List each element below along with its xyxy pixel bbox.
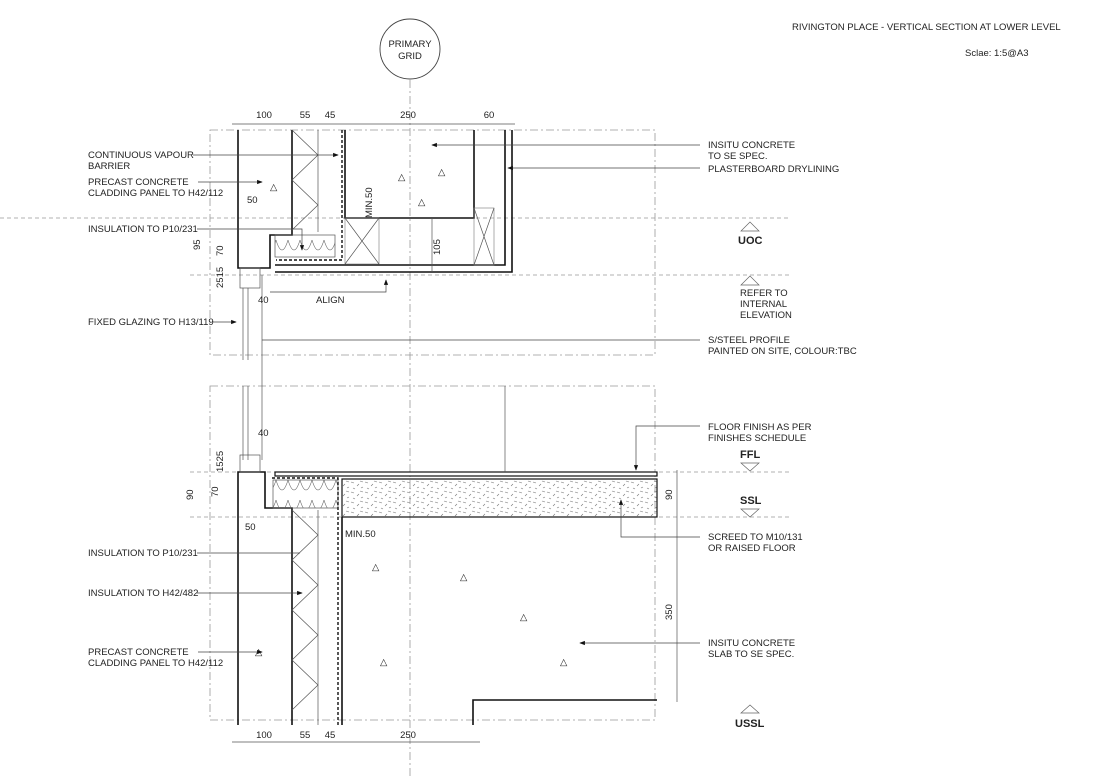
lower-detail-boundary — [209, 385, 656, 721]
svg-text:CLADDING PANEL TO H42/112: CLADDING PANEL TO H42/112 — [88, 188, 223, 199]
svg-text:90: 90 — [664, 489, 675, 500]
svg-text:S/STEEL PROFILE: S/STEEL PROFILE — [708, 335, 790, 346]
svg-text:55: 55 — [300, 730, 311, 741]
left-annotations: CONTINUOUS VAPOUR BARRIER PRECAST CONCRE… — [88, 150, 339, 669]
svg-text:40: 40 — [258, 295, 269, 306]
svg-text:△: △ — [255, 647, 263, 658]
svg-text:FINISHES SCHEDULE: FINISHES SCHEDULE — [708, 433, 806, 444]
svg-text:GRID: GRID — [398, 51, 422, 62]
svg-text:△: △ — [520, 612, 528, 623]
lower-section: △ △ △ △ △ △ — [237, 386, 658, 725]
level-markers: UOC FFL SSL USSL — [735, 221, 765, 730]
svg-text:△: △ — [372, 562, 380, 573]
svg-text:△: △ — [418, 197, 426, 208]
svg-text:INSULATION TO P10/231: INSULATION TO P10/231 — [88, 548, 198, 559]
svg-text:PRIMARY: PRIMARY — [388, 39, 432, 50]
svg-text:△: △ — [398, 172, 406, 183]
svg-text:△: △ — [560, 657, 568, 668]
svg-text:REFER TO: REFER TO — [740, 288, 788, 299]
svg-text:△: △ — [270, 182, 278, 193]
svg-text:70: 70 — [215, 245, 226, 256]
bottom-dimension-string: 100 55 45 250 — [232, 730, 480, 743]
svg-text:INSITU CONCRETE: INSITU CONCRETE — [708, 140, 795, 151]
svg-text:△: △ — [460, 572, 468, 583]
svg-text:UOC: UOC — [738, 235, 763, 247]
sheet-title: RIVINGTON PLACE - VERTICAL SECTION AT LO… — [792, 22, 1061, 33]
svg-text:INSULATION TO H42/482: INSULATION TO H42/482 — [88, 588, 198, 599]
svg-text:SCREED TO M10/131: SCREED TO M10/131 — [708, 532, 803, 543]
svg-text:INSITU CONCRETE: INSITU CONCRETE — [708, 638, 795, 649]
svg-text:SLAB TO SE SPEC.: SLAB TO SE SPEC. — [708, 649, 794, 660]
svg-text:250: 250 — [400, 730, 416, 741]
svg-text:MIN.50: MIN.50 — [364, 187, 375, 218]
upper-detail-boundary — [209, 129, 656, 356]
svg-text:FIXED GLAZING TO H13/119: FIXED GLAZING TO H13/119 — [88, 317, 214, 328]
upper-dimensions: 50 MIN.50 95 70 2515 40 105 ALIGN — [192, 187, 443, 306]
svg-text:MIN.50: MIN.50 — [345, 529, 376, 540]
svg-text:60: 60 — [484, 110, 495, 121]
svg-text:100: 100 — [256, 110, 272, 121]
svg-text:INSULATION TO P10/231: INSULATION TO P10/231 — [88, 224, 198, 235]
svg-text:105: 105 — [432, 239, 443, 255]
svg-text:PLASTERBOARD DRYLINING: PLASTERBOARD DRYLINING — [708, 164, 839, 175]
svg-text:CONTINUOUS VAPOUR: CONTINUOUS VAPOUR — [88, 150, 194, 161]
lower-dimensions: 40 1525 90 70 50 MIN.50 90 350 — [185, 428, 678, 702]
svg-text:40: 40 — [258, 428, 269, 439]
svg-text:OR RAISED FLOOR: OR RAISED FLOOR — [708, 543, 796, 554]
upper-section: △ △ △ △ — [237, 129, 513, 460]
svg-text:ALIGN: ALIGN — [316, 295, 345, 306]
primary-grid-bubble: PRIMARY GRID — [379, 18, 441, 80]
svg-text:250: 250 — [400, 110, 416, 121]
svg-text:ELEVATION: ELEVATION — [740, 310, 792, 321]
svg-text:FLOOR FINISH AS PER: FLOOR FINISH AS PER — [708, 422, 812, 433]
svg-text:2515: 2515 — [215, 267, 226, 288]
svg-text:45: 45 — [325, 730, 336, 741]
svg-text:95: 95 — [192, 239, 203, 250]
svg-text:CLADDING PANEL TO H42/112: CLADDING PANEL TO H42/112 — [88, 658, 223, 669]
svg-text:TO SE SPEC.: TO SE SPEC. — [708, 151, 767, 162]
svg-text:50: 50 — [245, 522, 256, 533]
right-annotations: INSITU CONCRETE TO SE SPEC. PLASTERBOARD… — [262, 140, 857, 660]
svg-text:50: 50 — [247, 195, 258, 206]
scale-note: Sclae: 1:5@A3 — [965, 48, 1029, 59]
top-dimension-string: 100 55 45 250 60 — [232, 110, 515, 125]
svg-text:USSL: USSL — [735, 718, 765, 730]
svg-text:PAINTED ON SITE, COLOUR:TBC: PAINTED ON SITE, COLOUR:TBC — [708, 346, 857, 357]
svg-text:△: △ — [438, 167, 446, 178]
svg-text:FFL: FFL — [740, 449, 760, 461]
svg-text:△: △ — [380, 657, 388, 668]
svg-text:BARRIER: BARRIER — [88, 161, 130, 172]
svg-text:45: 45 — [325, 110, 336, 121]
svg-text:1525: 1525 — [215, 451, 226, 472]
svg-text:PRECAST CONCRETE: PRECAST CONCRETE — [88, 647, 189, 658]
svg-text:70: 70 — [210, 486, 221, 497]
svg-text:350: 350 — [664, 604, 675, 620]
svg-text:90: 90 — [185, 489, 196, 500]
svg-text:INTERNAL: INTERNAL — [740, 299, 787, 310]
svg-text:100: 100 — [256, 730, 272, 741]
svg-text:PRECAST CONCRETE: PRECAST CONCRETE — [88, 177, 189, 188]
svg-text:SSL: SSL — [740, 495, 762, 507]
svg-text:55: 55 — [300, 110, 311, 121]
